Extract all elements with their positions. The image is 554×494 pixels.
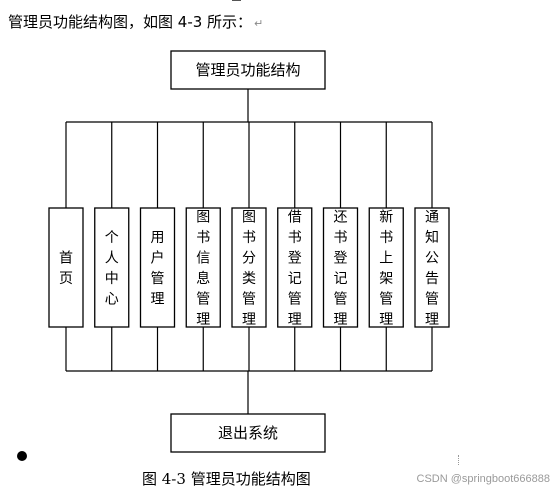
- module-box: [185, 207, 221, 328]
- module-label: 用户管理: [151, 230, 165, 308]
- exit-node: 退出系统: [170, 413, 326, 453]
- root-node: 管理员功能结构: [170, 50, 326, 90]
- module-box: [368, 207, 404, 328]
- intro-text: 管理员功能结构图，如图 4-3 所示：: [8, 13, 253, 31]
- module-box: [322, 207, 359, 328]
- module-label: 个人中心: [105, 230, 119, 308]
- module-box: [414, 207, 450, 328]
- module-box: [48, 207, 84, 328]
- module-box: [139, 207, 176, 328]
- module-node: 用户管理: [139, 207, 176, 328]
- watermark: CSDN @springboot666888: [416, 473, 550, 485]
- connector-lines: [65, 89, 433, 414]
- module-node: 首页: [48, 207, 84, 328]
- top-edge-mark: [232, 0, 241, 1]
- module-label: 首页: [59, 250, 73, 287]
- module-label: 图书分类管理: [242, 209, 256, 328]
- module-label: 通知公告管理: [425, 209, 439, 328]
- module-box: [231, 207, 267, 328]
- module-node: 个人中心: [94, 207, 130, 328]
- root-label: 管理员功能结构: [195, 61, 300, 79]
- module-label: 新书上架管理: [379, 209, 393, 328]
- exit-box: [170, 413, 326, 453]
- side-edge-mark: [458, 455, 461, 465]
- module-box: [94, 207, 130, 328]
- module-label: 还书登记管理: [334, 209, 348, 328]
- module-label: 图书信息管理: [196, 209, 210, 328]
- module-node: 新书上架管理: [368, 207, 404, 328]
- module-node: 还书登记管理: [322, 207, 359, 328]
- module-node: 图书信息管理: [185, 207, 221, 328]
- intro-paragraph: 管理员功能结构图，如图 4-3 所示：↵: [8, 12, 263, 34]
- paragraph-mark-icon: ↵: [254, 17, 264, 30]
- module-nodes: 首页 个人中心 用户管理 图书信息管理 图书分类管理 借书登记管理 还书登记管理 新书上架管理…: [48, 207, 450, 328]
- module-node: 借书登记管理: [277, 207, 313, 328]
- bullet-dot: [17, 451, 27, 461]
- module-label: 借书登记管理: [288, 209, 302, 328]
- module-node: 通知公告管理: [414, 207, 450, 328]
- figure-caption: 图 4-3 管理员功能结构图: [142, 470, 311, 488]
- module-box: [277, 207, 313, 328]
- root-box: [170, 50, 326, 90]
- exit-label: 退出系统: [218, 424, 278, 442]
- module-node: 图书分类管理: [231, 207, 267, 328]
